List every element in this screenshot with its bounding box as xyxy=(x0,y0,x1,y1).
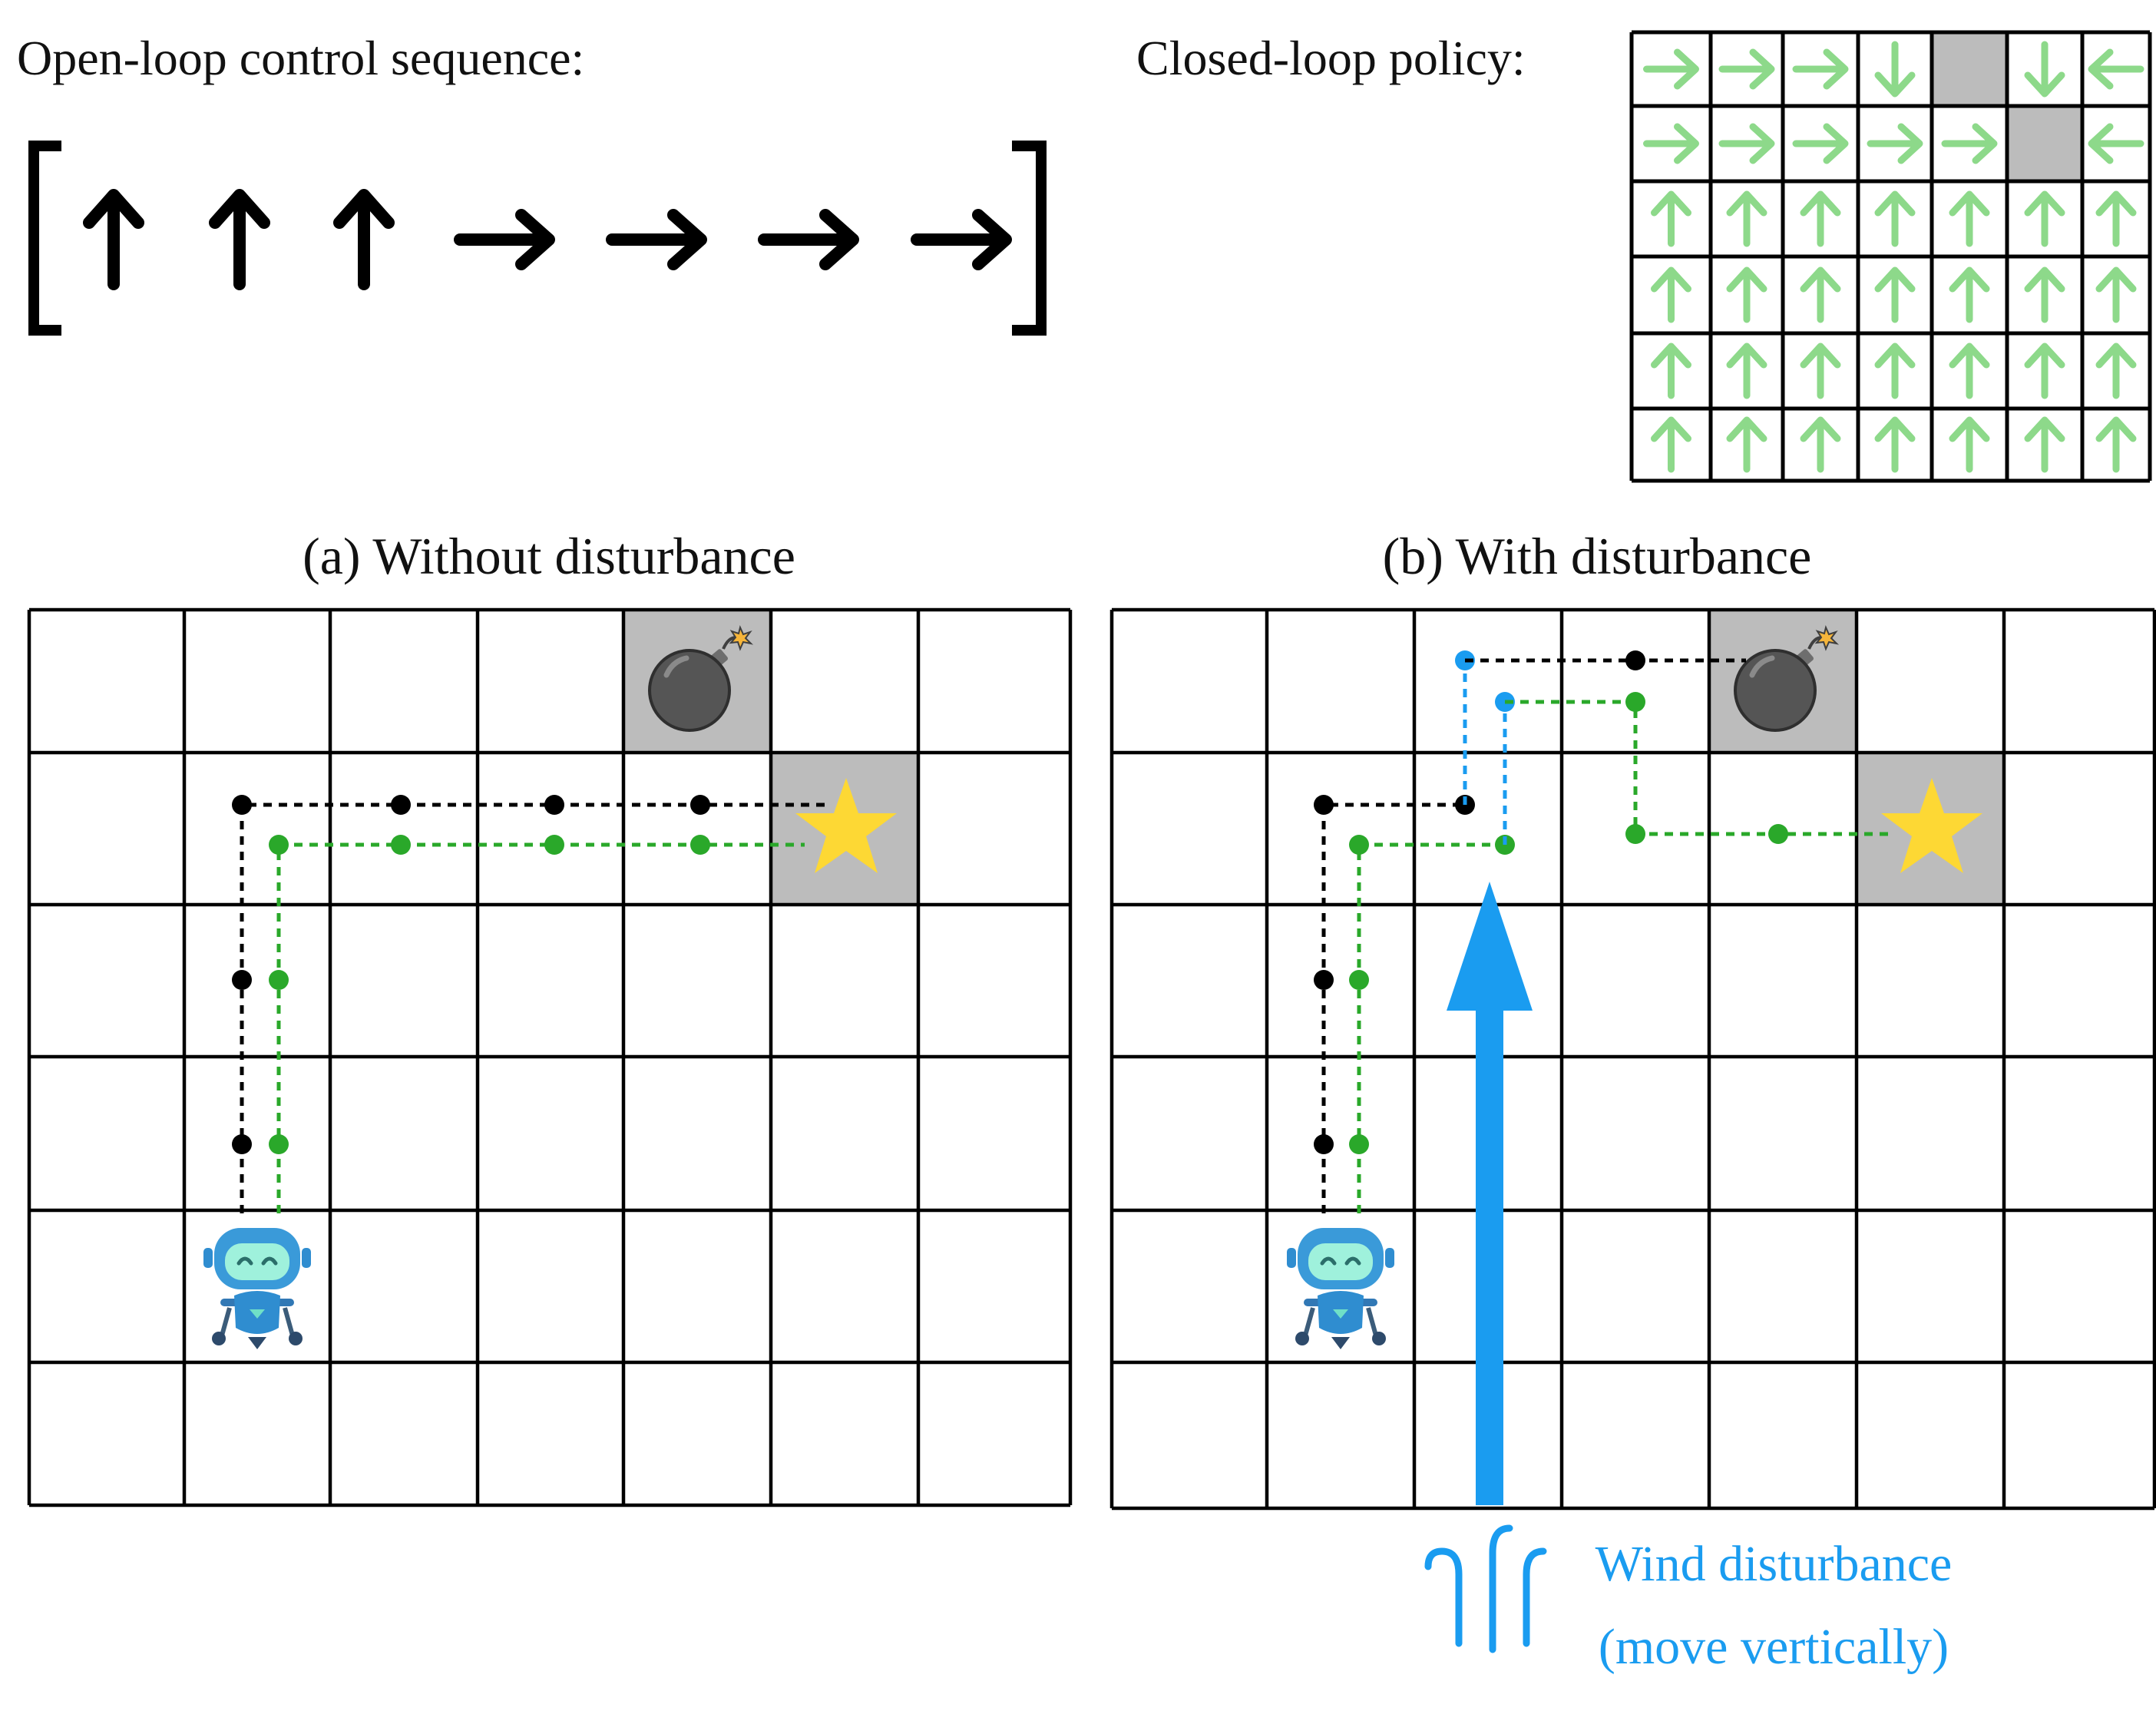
trajectory-dot xyxy=(690,795,710,815)
right-arrow-icon xyxy=(612,215,701,264)
trajectory-dot xyxy=(1314,795,1334,815)
wind-label: Wind disturbance xyxy=(1596,1536,1953,1592)
blocked-cell xyxy=(1932,32,2007,106)
closed-loop-label: Closed-loop policy: xyxy=(1136,31,1526,85)
trajectory-dot xyxy=(544,835,564,855)
policy-up-arrow-icon xyxy=(1953,420,1986,469)
wind-icon xyxy=(1428,1528,1543,1650)
trajectory-dot xyxy=(269,970,289,990)
policy-up-arrow-icon xyxy=(1655,270,1688,319)
trajectory-dot xyxy=(232,795,252,815)
policy-up-arrow-icon xyxy=(2028,420,2062,469)
open-loop-path xyxy=(1321,803,1465,1213)
robot-icon xyxy=(1287,1228,1394,1349)
policy-up-arrow-icon xyxy=(1953,270,1986,319)
policy-up-arrow-icon xyxy=(1655,420,1688,469)
right-arrow-icon xyxy=(460,215,549,264)
trajectory-dot xyxy=(1314,1134,1334,1154)
policy-up-arrow-icon xyxy=(1878,194,1912,243)
wind-sublabel: (move vertically) xyxy=(1599,1619,1949,1675)
policy-right-arrow-icon xyxy=(1796,52,1845,86)
robot-icon xyxy=(203,1228,311,1349)
policy-up-arrow-icon xyxy=(1804,194,1837,243)
policy-up-arrow-icon xyxy=(2099,194,2133,243)
trajectory-dot xyxy=(232,1134,252,1154)
policy-left-arrow-icon xyxy=(2092,127,2141,161)
policy-up-arrow-icon xyxy=(1655,346,1688,395)
policy-up-arrow-icon xyxy=(1878,346,1912,395)
panel-b-grid xyxy=(1109,607,2156,1511)
policy-up-arrow-icon xyxy=(1730,420,1764,469)
trajectory-dot xyxy=(544,795,564,815)
trajectory-dot xyxy=(232,970,252,990)
policy-right-arrow-icon xyxy=(1647,127,1696,161)
right-arrow-icon xyxy=(764,215,853,264)
policy-up-arrow-icon xyxy=(1878,270,1912,319)
blocked-cell xyxy=(2007,106,2082,181)
policy-up-arrow-icon xyxy=(2099,420,2133,469)
panel-b-title: (b) With disturbance xyxy=(1383,527,1812,585)
open-loop-brackets xyxy=(28,141,1047,336)
open-loop-sequence xyxy=(89,195,1006,284)
policy-up-arrow-icon xyxy=(1953,346,1986,395)
policy-up-arrow-icon xyxy=(2099,270,2133,319)
policy-up-arrow-icon xyxy=(2099,346,2133,395)
policy-up-arrow-icon xyxy=(1804,270,1837,319)
trajectory-dot xyxy=(690,835,710,855)
trajectory-dot xyxy=(1625,824,1645,844)
policy-right-arrow-icon xyxy=(1870,127,1920,161)
policy-up-arrow-icon xyxy=(2028,270,2062,319)
policy-right-arrow-icon xyxy=(1647,52,1696,86)
policy-left-arrow-icon xyxy=(2092,52,2141,86)
trajectory-dot xyxy=(1314,970,1334,990)
policy-up-arrow-icon xyxy=(1730,346,1764,395)
policy-up-arrow-icon xyxy=(2028,194,2062,243)
trajectory-dot xyxy=(391,795,411,815)
open-loop-path xyxy=(240,803,828,1213)
trajectory-dot xyxy=(1625,692,1645,712)
policy-right-arrow-icon xyxy=(1945,127,1994,161)
policy-down-arrow-icon xyxy=(2028,45,2062,94)
trajectory-dot xyxy=(391,835,411,855)
panel-a-title: (a) Without disturbance xyxy=(303,527,795,585)
up-arrow-icon xyxy=(339,195,389,284)
trajectory-dot xyxy=(1349,970,1369,990)
policy-up-arrow-icon xyxy=(1878,420,1912,469)
policy-grid xyxy=(1629,30,2152,483)
policy-up-arrow-icon xyxy=(2028,346,2062,395)
policy-up-arrow-icon xyxy=(1730,270,1764,319)
policy-up-arrow-icon xyxy=(1655,194,1688,243)
closed-loop-recovery-path xyxy=(1505,700,1893,836)
trajectory-dot xyxy=(269,1134,289,1154)
open-loop-label: Open-loop control sequence: xyxy=(17,31,584,85)
up-arrow-icon xyxy=(215,195,264,284)
policy-up-arrow-icon xyxy=(1730,194,1764,243)
closed-loop-path xyxy=(276,842,805,1213)
policy-up-arrow-icon xyxy=(1804,420,1837,469)
trajectory-dot xyxy=(1349,1134,1369,1154)
policy-down-arrow-icon xyxy=(1878,45,1912,94)
right-arrow-icon xyxy=(917,215,1006,264)
trajectory-dot xyxy=(269,835,289,855)
policy-up-arrow-icon xyxy=(1804,346,1837,395)
policy-right-arrow-icon xyxy=(1722,127,1771,161)
wind-arrow xyxy=(1447,882,1533,1505)
up-arrow-icon xyxy=(89,195,138,284)
policy-right-arrow-icon xyxy=(1722,52,1771,86)
trajectory-dot xyxy=(1349,835,1369,855)
trajectory-dot xyxy=(1625,650,1645,670)
policy-right-arrow-icon xyxy=(1796,127,1845,161)
trajectory-dot xyxy=(1768,824,1788,844)
panel-a-grid xyxy=(27,607,1073,1507)
policy-up-arrow-icon xyxy=(1953,194,1986,243)
